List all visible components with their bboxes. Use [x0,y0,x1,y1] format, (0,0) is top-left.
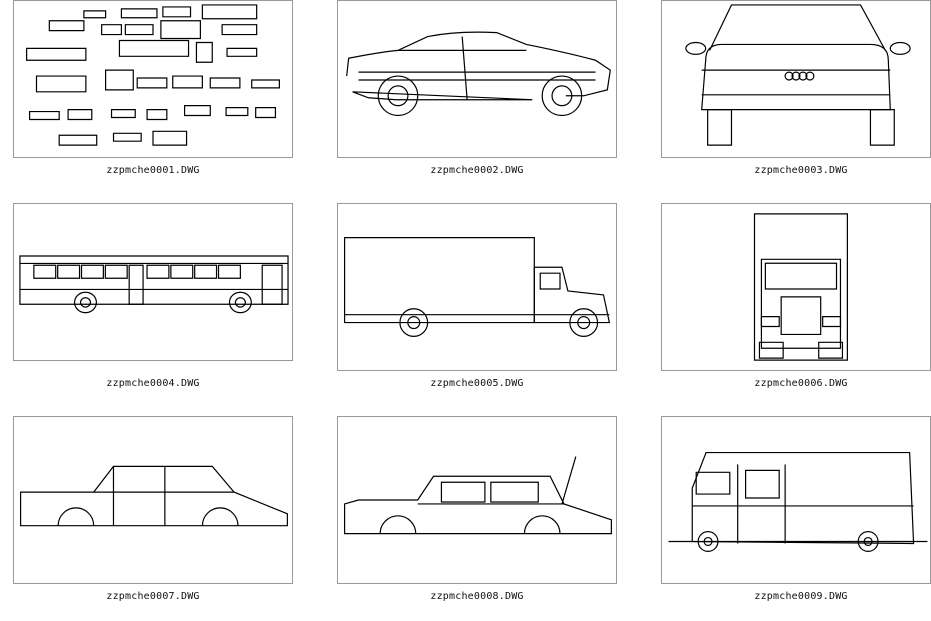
box-truck-front-drawing-icon [662,204,930,370]
sedan-side-drawing-icon [338,1,616,157]
file-name-label: zzpmche0007.DWG [106,591,200,602]
box-truck-side-drawing-icon [338,204,616,370]
file-name-label: zzpmche0004.DWG [106,378,200,389]
station-wagon-side-drawing-icon [338,417,616,583]
car-collection-drawing-icon [14,1,292,157]
file-name-label: zzpmche0001.DWG [106,165,200,176]
file-name-label: zzpmche0006.DWG [754,378,848,389]
thumbnail-zzpmche0001[interactable] [13,0,293,158]
thumbnail-zzpmche0007[interactable] [13,416,293,584]
thumbnail-zzpmche0004[interactable] [13,203,293,361]
car-rear-drawing-icon [662,1,930,157]
file-name-label: zzpmche0008.DWG [430,591,524,602]
classic-car-side-drawing-icon [14,417,292,583]
bus-side-drawing-icon [14,204,292,360]
thumbnail-zzpmche0005[interactable] [337,203,617,371]
van-side-drawing-icon [662,417,930,583]
thumbnail-zzpmche0003[interactable] [661,0,931,158]
file-name-label: zzpmche0009.DWG [754,591,848,602]
thumbnail-zzpmche0002[interactable] [337,0,617,158]
file-name-label: zzpmche0005.DWG [430,378,524,389]
thumbnail-zzpmche0009[interactable] [661,416,931,584]
file-name-label: zzpmche0003.DWG [754,165,848,176]
file-name-label: zzpmche0002.DWG [430,165,524,176]
thumbnail-zzpmche0006[interactable] [661,203,931,371]
thumbnail-zzpmche0008[interactable] [337,416,617,584]
